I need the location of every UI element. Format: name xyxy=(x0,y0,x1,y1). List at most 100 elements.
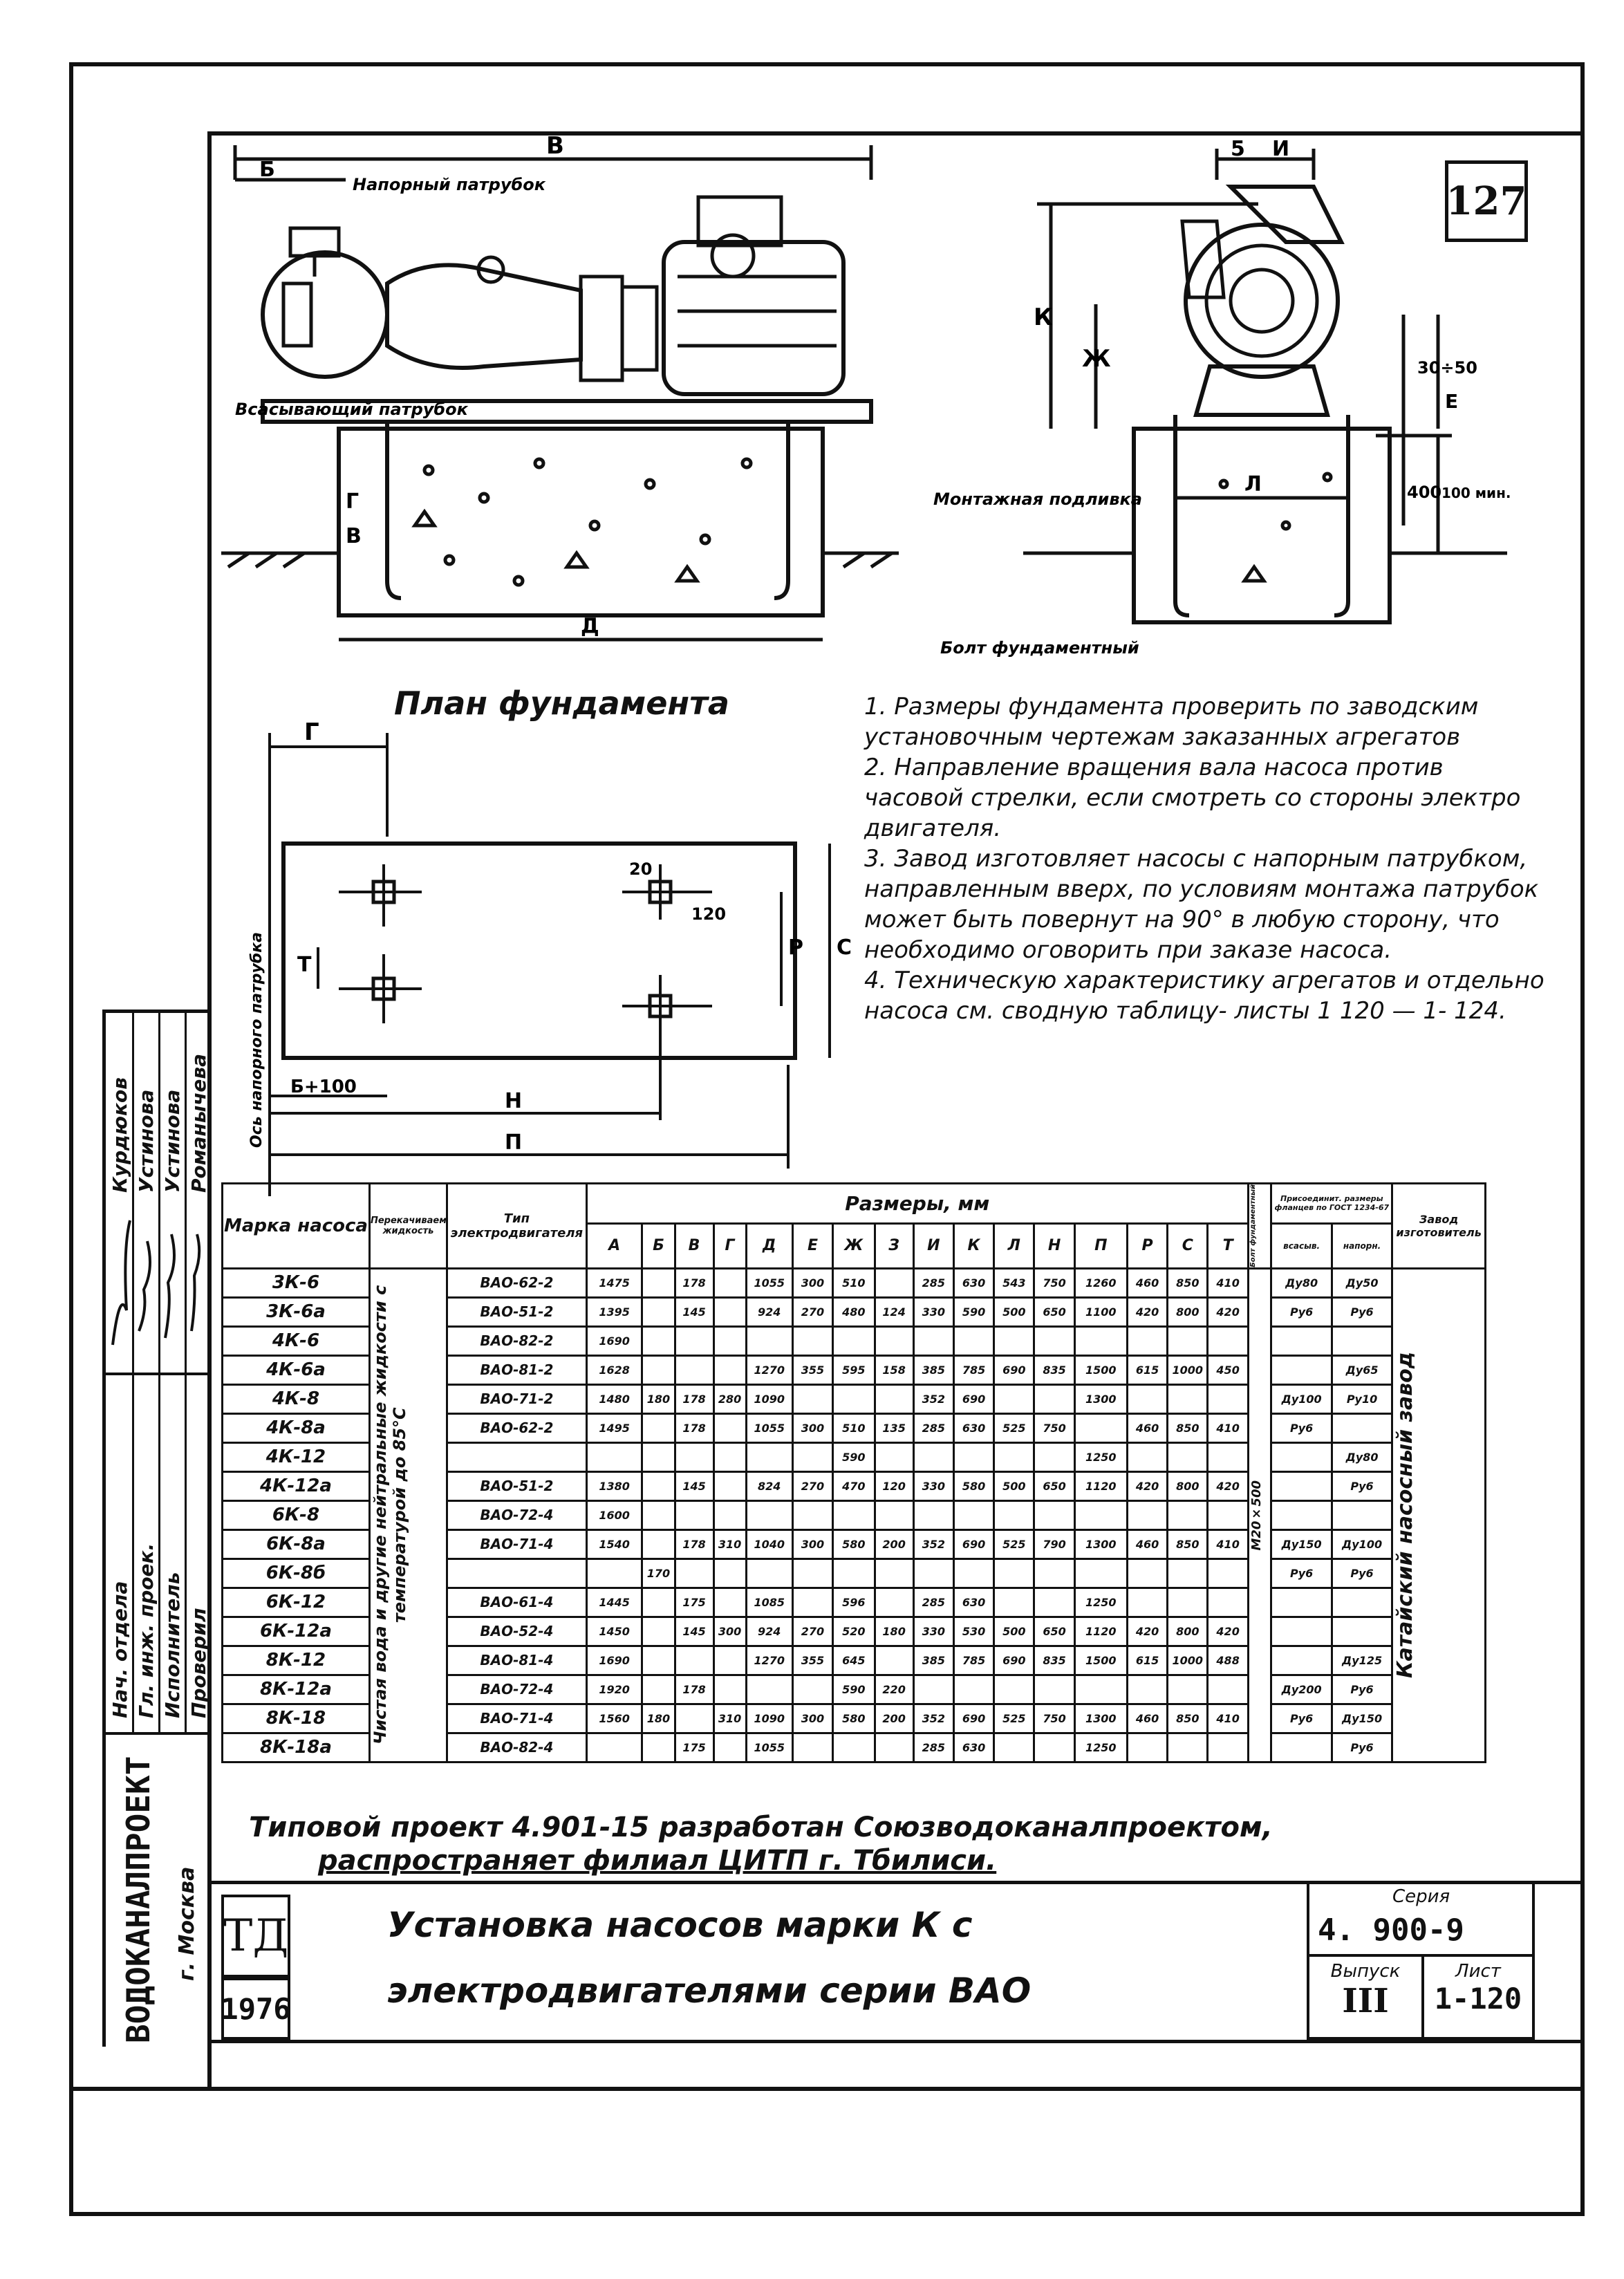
flange-suction: Ру6 xyxy=(1270,1296,1333,1328)
dim-value xyxy=(832,1383,876,1415)
flange-pressure: Ру6 xyxy=(1330,1557,1394,1589)
dim-value xyxy=(873,1644,915,1676)
flange-suction: Ду150 xyxy=(1270,1528,1333,1560)
header-liquid: Перекачиваемая жидкость xyxy=(368,1182,449,1269)
dim-value: 285 xyxy=(912,1267,955,1299)
dim-value: 145 xyxy=(673,1296,715,1328)
flange-pressure: Ру6 xyxy=(1330,1731,1394,1763)
dim-value: 300 xyxy=(791,1702,834,1734)
side-stamp-col-2 xyxy=(158,1013,160,1732)
plan-dim-r: Р xyxy=(788,936,803,960)
dim-value: 1260 xyxy=(1073,1267,1128,1299)
plan-dim-t: Т xyxy=(297,953,312,977)
motor-type: ВАО-81-2 xyxy=(446,1354,588,1386)
flange-suction xyxy=(1270,1499,1333,1531)
header-dim-col: П xyxy=(1073,1222,1128,1269)
dim-value xyxy=(952,1499,996,1531)
dim-value xyxy=(873,1267,915,1299)
dim-value: 590 xyxy=(832,1441,876,1473)
dim-value: 300 xyxy=(712,1615,747,1647)
dim-value xyxy=(1073,1499,1128,1531)
dim-value xyxy=(1126,1586,1169,1618)
pump-mark: 4К-12а xyxy=(221,1470,371,1502)
dim-value: 580 xyxy=(952,1470,996,1502)
dim-value xyxy=(1033,1673,1076,1705)
dim-value xyxy=(791,1673,834,1705)
dim-label-e: Е xyxy=(1445,390,1458,413)
dim-value: 850 xyxy=(1166,1412,1209,1444)
dim-value: 525 xyxy=(993,1412,1036,1444)
series-cell: Серия 4. 900-9 xyxy=(1307,1881,1535,1957)
dim-value: 300 xyxy=(791,1528,834,1560)
dim-value xyxy=(641,1644,676,1676)
suction-pipe-label: Всасывающий патрубок xyxy=(235,400,469,419)
dim-value xyxy=(1126,1499,1169,1531)
dim-value: 300 xyxy=(791,1412,834,1444)
dim-value xyxy=(791,1499,834,1531)
flange-suction xyxy=(1270,1731,1333,1763)
motor-type: ВАО-51-2 xyxy=(446,1470,588,1502)
flange-pressure: Ру10 xyxy=(1330,1383,1394,1415)
dim-value: 1920 xyxy=(585,1673,644,1705)
header-dim-col: В xyxy=(673,1222,715,1269)
dim-value: 615 xyxy=(1126,1644,1169,1676)
dim-value: 580 xyxy=(832,1702,876,1734)
pump-mark: 6К-12 xyxy=(221,1586,371,1618)
dim-value xyxy=(641,1615,676,1647)
dim-label-v: В xyxy=(546,132,564,160)
dim-value: 285 xyxy=(912,1586,955,1618)
dim-value: 124 xyxy=(873,1296,915,1328)
dim-value xyxy=(1166,1586,1209,1618)
dim-value: 1480 xyxy=(585,1383,644,1415)
header-dim-col: Е xyxy=(791,1222,834,1269)
dim-value xyxy=(912,1325,955,1357)
org-city: г. Москва xyxy=(175,1866,199,1981)
dim-value xyxy=(1166,1441,1209,1473)
dim-value: 525 xyxy=(993,1702,1036,1734)
pump-mark: 4К-12 xyxy=(221,1441,371,1473)
dim-value: 590 xyxy=(952,1296,996,1328)
dim-value: 800 xyxy=(1166,1470,1209,1502)
dim-value xyxy=(1206,1499,1249,1531)
dim-value xyxy=(1166,1325,1209,1357)
flange-pressure: Ду80 xyxy=(1330,1441,1394,1473)
header-dim-col: Г xyxy=(712,1222,747,1269)
dim-value: 1628 xyxy=(585,1354,644,1386)
dim-value: 1250 xyxy=(1073,1586,1128,1618)
dim-value: 1120 xyxy=(1073,1615,1128,1647)
dim-value xyxy=(912,1441,955,1473)
year-cell: 1976 xyxy=(221,1978,291,2040)
dim-value xyxy=(791,1557,834,1589)
sheet-number-box: 127 xyxy=(1445,160,1528,242)
foundation-bolt-label: Болт фундаментный xyxy=(940,638,1139,658)
bolt-cell: М20×500 xyxy=(1247,1267,1273,1763)
dim-value: 850 xyxy=(1166,1267,1209,1299)
dim-label-g: Г xyxy=(346,490,359,514)
dim-value: 750 xyxy=(1033,1702,1076,1734)
dim-label-zh: Ж xyxy=(1082,345,1111,373)
dim-value: 330 xyxy=(912,1470,955,1502)
header-suction: всасыв. xyxy=(1270,1222,1333,1269)
dim-value xyxy=(832,1731,876,1763)
motor-type: ВАО-52-4 xyxy=(446,1615,588,1647)
dim-label-b: Б xyxy=(259,158,275,182)
flange-pressure: Ду100 xyxy=(1330,1528,1394,1560)
dim-value xyxy=(712,1586,747,1618)
header-dim-col: З xyxy=(873,1222,915,1269)
header-dims: Размеры, мм xyxy=(585,1182,1249,1225)
flange-pressure: Ру6 xyxy=(1330,1673,1394,1705)
dim-value: 785 xyxy=(952,1354,996,1386)
dim-value: 750 xyxy=(1033,1412,1076,1444)
dim-value xyxy=(1206,1325,1249,1357)
dim-value: 310 xyxy=(712,1702,747,1734)
dim-value xyxy=(791,1731,834,1763)
dim-value: 480 xyxy=(832,1296,876,1328)
dim-value: 330 xyxy=(912,1615,955,1647)
flange-pressure: Ду50 xyxy=(1330,1267,1394,1299)
dim-value: 410 xyxy=(1206,1412,1249,1444)
dim-value xyxy=(712,1673,747,1705)
dim-value: 420 xyxy=(1206,1296,1249,1328)
name-executor: Устинова xyxy=(161,1089,184,1193)
motor-type: ВАО-81-4 xyxy=(446,1644,588,1676)
dim-value xyxy=(641,1354,676,1386)
